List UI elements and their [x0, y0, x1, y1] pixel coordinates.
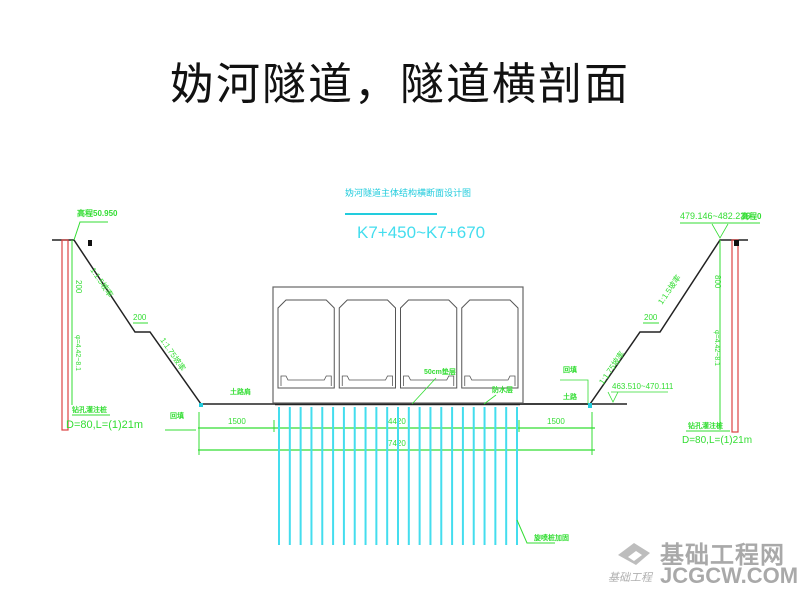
right-base-label-1: 回填 — [563, 365, 577, 374]
structure-label-right-leader — [483, 394, 497, 405]
right-pile-spec: D=80,L=(1)21m — [682, 435, 752, 446]
right-retaining-pile — [731, 239, 739, 433]
drawing-header-label: 妫河隧道主体结构横断面设计图 — [345, 187, 471, 198]
left-retaining-pile — [61, 239, 69, 431]
watermark-small: 基础工程 — [608, 571, 652, 584]
left-toe-marker — [199, 403, 203, 407]
right-top-label-suffix: 高程0 — [741, 211, 762, 221]
box-culvert-structure — [272, 286, 524, 404]
right-offset-dim: 1500 — [547, 417, 565, 426]
right-top-label: 479.146~482.236 — [680, 211, 750, 221]
structure-cell — [400, 299, 458, 389]
slide-title: 妫河隧道，隧道横剖面 — [170, 59, 630, 110]
left-base-label-1: 回填 — [170, 411, 184, 420]
structure-label-right: 防水层 — [492, 385, 513, 394]
left-slope-upper-label: 1:1.5坡率 — [88, 266, 115, 300]
right-pile-height-dim: 800 — [713, 275, 722, 289]
structure-cell-floor — [341, 375, 393, 386]
left-pile-height-dim: 200 — [74, 280, 83, 294]
structure-cell — [461, 299, 519, 389]
left-berm-width: 200 — [133, 313, 147, 322]
structure-label-bottom-leader — [411, 377, 437, 405]
right-elevation-label: 463.510~470.111 — [612, 382, 674, 391]
structure-cell-floor — [403, 375, 455, 386]
left-top-label: 高程50.950 — [77, 208, 118, 218]
left-slope-profile — [52, 239, 275, 405]
right-base-label-2: 土路 — [563, 392, 578, 401]
pile-label: 旋喷桩加固 — [533, 533, 569, 542]
left-top-leader — [73, 221, 108, 241]
right-drain-icon — [734, 240, 739, 246]
structure-outline — [272, 286, 524, 404]
left-slope-lower-label: 1:1.75坡率 — [158, 336, 188, 373]
watermark-cn: 基础工程网 — [660, 541, 785, 569]
left-pile-spec: D=80,L=(1)21m — [66, 419, 143, 431]
right-slope-upper-label: 1:1.5坡率 — [655, 273, 683, 306]
right-pile-spec-title: 钻孔灌注桩 — [688, 421, 723, 430]
structure-label-bottom: 50cm垫层 — [424, 367, 456, 376]
watermark: 基础工程网 基础工程 JCGCW.COM — [608, 535, 798, 595]
station-range: K7+450~K7+670 — [357, 223, 485, 242]
right-base-leader — [560, 379, 589, 404]
left-base-label-2: 土路肩 — [230, 387, 251, 396]
left-pile-spec-title: 钻孔灌注桩 — [72, 405, 107, 414]
right-elevation-marker — [607, 391, 619, 403]
right-berm-width: 200 — [644, 313, 658, 322]
right-pile-note: φ=4.42~8.1 — [713, 330, 720, 366]
structure-cell-floor — [464, 375, 516, 386]
right-toe-marker — [588, 403, 592, 408]
watermark-en: JCGCW.COM — [660, 563, 799, 588]
left-pile-note: φ=4.42~8.1 — [74, 335, 81, 371]
right-top-marker — [711, 223, 729, 239]
pile-label-leader — [516, 519, 555, 544]
structure-cell-floor — [280, 375, 332, 386]
jet-grout-piles — [278, 407, 518, 545]
right-slope-lower-label: 1:1.75坡率 — [596, 349, 626, 386]
left-offset-dim: 1500 — [228, 417, 246, 426]
structure-cell — [338, 299, 396, 389]
right-slope-profile — [520, 239, 748, 405]
left-drain-icon — [88, 240, 92, 246]
structure-cells — [277, 299, 519, 389]
watermark-logo-icon — [618, 543, 650, 565]
structure-cell — [277, 299, 335, 389]
